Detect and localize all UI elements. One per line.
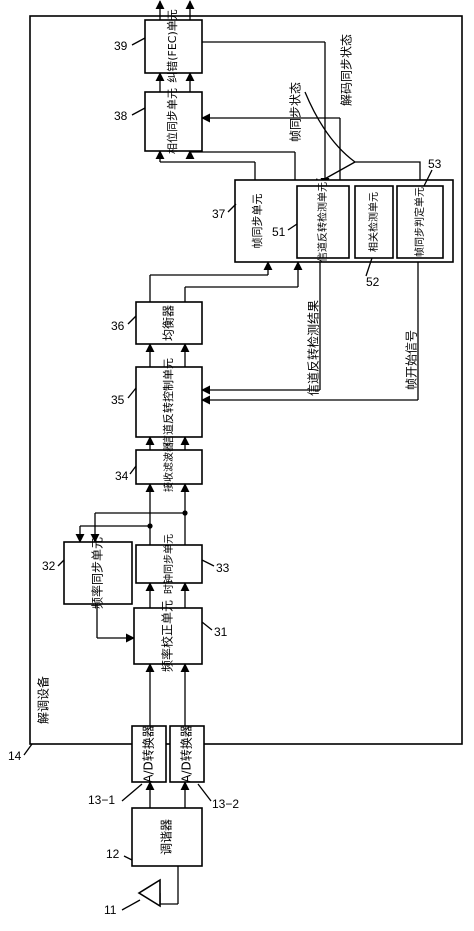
ref-36: 36 <box>111 319 125 333</box>
inversion-detection-result-label: 信道反转检测结果 <box>306 300 321 396</box>
ref-12: 12 <box>106 847 120 861</box>
svg-text:A/D转换器: A/D转换器 <box>141 725 156 783</box>
svg-text:均衡器: 均衡器 <box>162 305 176 341</box>
ref-35: 35 <box>111 393 125 407</box>
phase-sync-block: 相位同步单元 <box>144 88 203 154</box>
fec-block: 纠错(FEC)单元 <box>144 9 203 83</box>
svg-text:相关检测单元: 相关检测单元 <box>367 192 380 252</box>
receive-filter-block: 接收滤波器 <box>135 442 203 492</box>
ref-37: 37 <box>212 207 226 221</box>
svg-text:信道反转检测单元: 信道反转检测单元 <box>316 182 329 262</box>
ad-converter-2-block: A/D转换器 <box>169 725 205 783</box>
frequency-correction-block: 频率校正单元 <box>133 600 203 672</box>
svg-text:A/D转换器: A/D转换器 <box>179 725 194 783</box>
ref-32: 32 <box>42 559 56 573</box>
frame-sync-state-label: 帧同步状态 <box>289 82 303 142</box>
demodulation-device-frame <box>29 15 463 745</box>
device-label: 解调设备 <box>37 676 51 724</box>
svg-text:纠错(FEC)单元: 纠错(FEC)单元 <box>165 9 179 83</box>
ad-converter-1-block: A/D转换器 <box>131 725 167 783</box>
ref-34: 34 <box>115 469 129 483</box>
reference-numerals: 11 12 13−1 13−2 14 31 32 33 34 35 36 37 … <box>8 37 442 917</box>
ref-14: 14 <box>8 749 22 763</box>
frame-start-signal-label: 帧开始信号 <box>405 330 419 390</box>
svg-text:时钟同步单元: 时钟同步单元 <box>162 534 175 594</box>
svg-text:频率校正单元: 频率校正单元 <box>160 600 175 672</box>
correlation-detection-block: 相关检测单元 <box>354 185 394 259</box>
svg-text:帧同步判定单元: 帧同步判定单元 <box>413 187 426 257</box>
channel-inversion-control-block: 信道反转控制单元 <box>135 358 203 446</box>
svg-text:相位同步单元: 相位同步单元 <box>165 88 179 154</box>
connection-lines <box>75 0 421 905</box>
antenna-icon <box>137 878 161 908</box>
svg-text:接收滤波器: 接收滤波器 <box>162 442 175 492</box>
equalizer-block: 均衡器 <box>135 301 203 345</box>
svg-text:频率同步单元: 频率同步单元 <box>90 537 105 609</box>
ref-52: 52 <box>366 275 380 289</box>
ref-53: 53 <box>428 157 442 171</box>
ref-39: 39 <box>114 39 128 53</box>
svg-text:调谐器: 调谐器 <box>160 819 174 855</box>
channel-inversion-detection-block: 信道反转检测单元 <box>296 182 350 262</box>
frame-sync-judgement-block: 帧同步判定单元 <box>396 185 444 259</box>
tuner-block: 调谐器 <box>131 807 203 867</box>
frequency-sync-block: 频率同步单元 <box>63 537 133 609</box>
ref-11: 11 <box>104 903 117 917</box>
clock-sync-block: 时钟同步单元 <box>135 534 203 594</box>
ref-38: 38 <box>114 109 128 123</box>
decode-sync-state-label: 解码同步状态 <box>340 34 354 106</box>
ref-33: 33 <box>216 561 230 575</box>
ref-13-1: 13−1 <box>88 793 115 807</box>
svg-text:信道反转控制单元: 信道反转控制单元 <box>161 358 175 446</box>
ref-51: 51 <box>272 225 286 239</box>
ref-13-2: 13−2 <box>212 797 239 811</box>
svg-text:帧同步单元: 帧同步单元 <box>250 194 264 249</box>
ref-31: 31 <box>214 625 228 639</box>
